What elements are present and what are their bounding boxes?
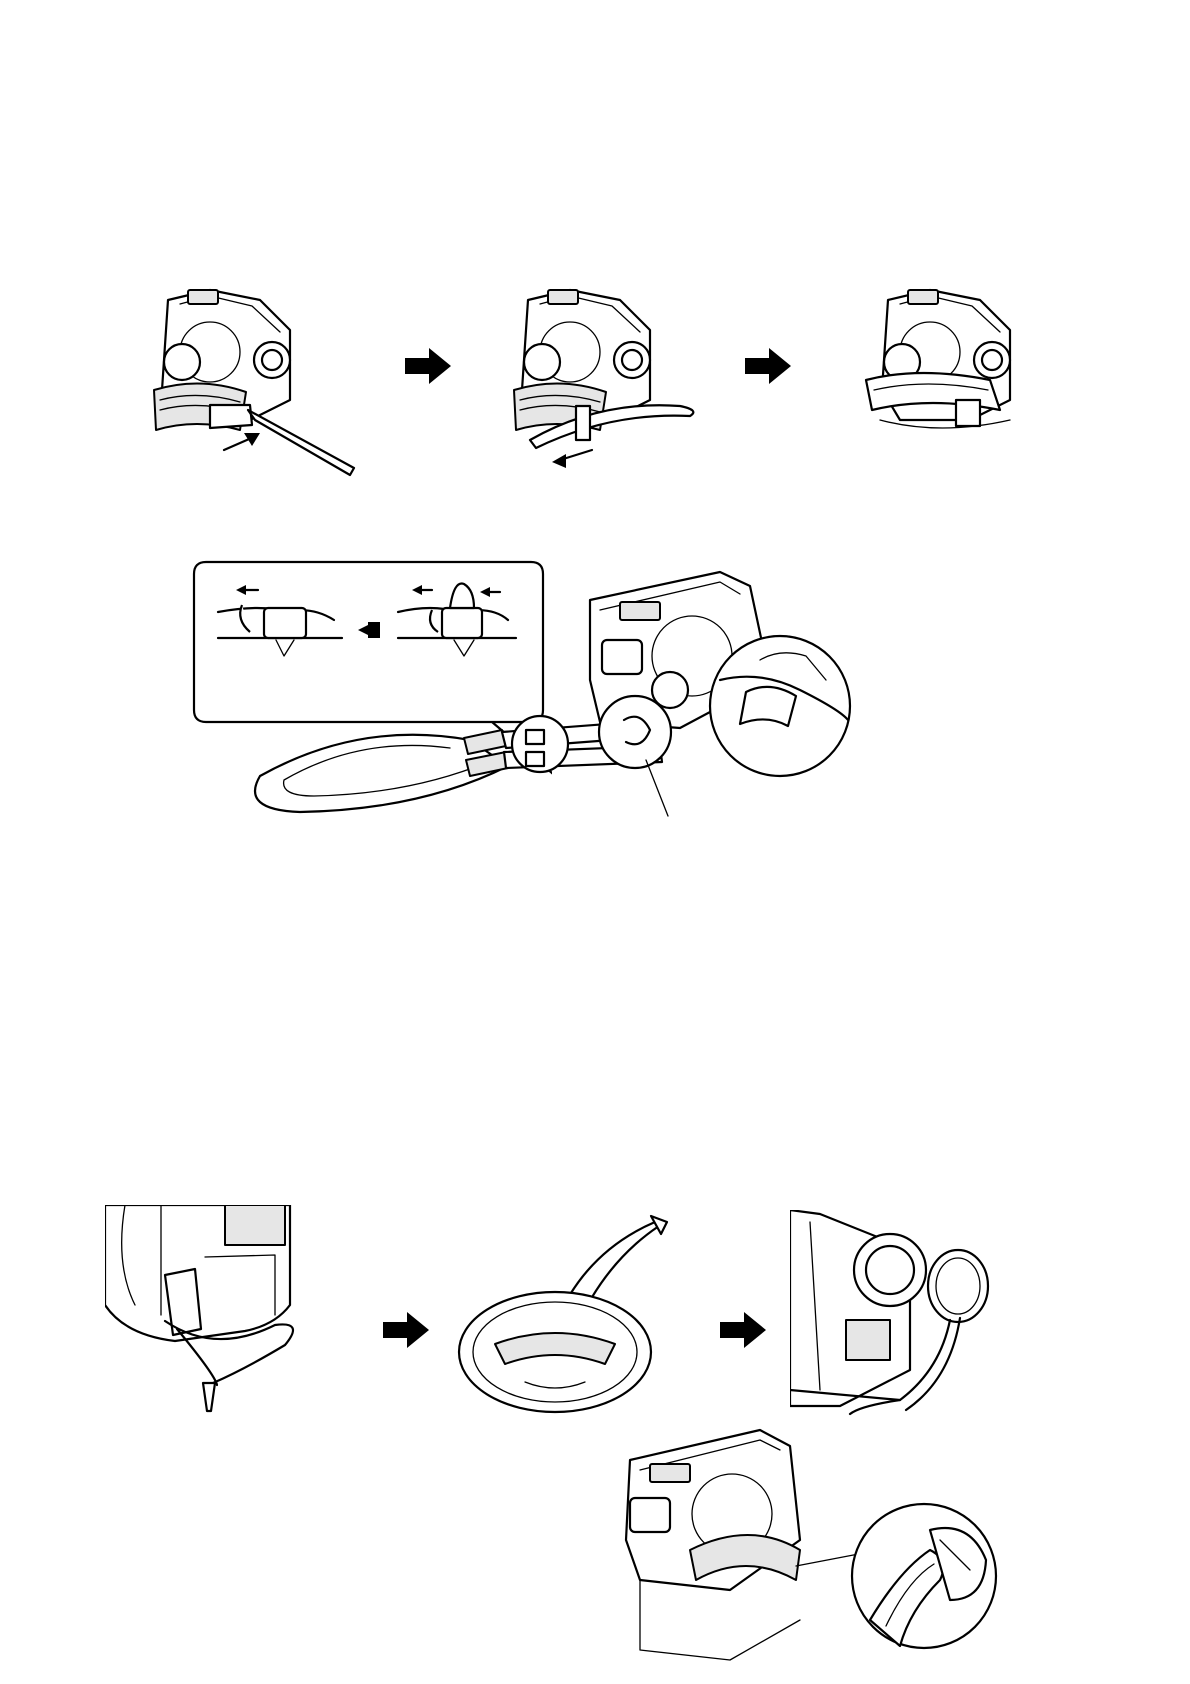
strap-hook-highlight (599, 696, 671, 816)
lens-cap-with-string (455, 1212, 685, 1417)
step-arrow-icon (720, 1312, 766, 1348)
lens-cap-figure-1 (105, 1205, 315, 1420)
cap-belt-zoom (852, 1504, 996, 1648)
step-arrow-icon (405, 348, 451, 384)
camera-with-cap-attached (790, 1210, 990, 1420)
arrow-icon (224, 433, 260, 450)
arrow-icon (552, 450, 592, 468)
grip-belt (514, 383, 693, 448)
step-arrow-icon (383, 1312, 429, 1348)
shoulder-strap-figure (240, 560, 880, 830)
camera-bottom-with-string (105, 1205, 315, 1420)
lens-cap-figure-2 (455, 1212, 685, 1417)
camera-body (790, 1210, 926, 1406)
grip-belt-figure-1 (140, 280, 380, 490)
step-arrow-icon (745, 348, 791, 384)
camera-body (105, 1205, 290, 1341)
camera-illustration (860, 280, 1040, 460)
camera-illustration (500, 280, 720, 480)
lens-cap-figure-4 (600, 1420, 1000, 1675)
camera-illustration (140, 280, 380, 490)
lens-cap-figure-3 (790, 1210, 990, 1420)
lens-cap (459, 1292, 651, 1412)
grip-belt-figure-3 (860, 280, 1040, 460)
camera-with-cap-on-belt (600, 1420, 1000, 1675)
strap-mount-zoom (710, 636, 850, 776)
camera-with-strap-illustration (240, 560, 880, 830)
buckle-highlight (512, 716, 568, 772)
lens-cap (928, 1250, 988, 1322)
camera-body (626, 1430, 800, 1660)
grip-belt-figure-2 (500, 280, 720, 480)
